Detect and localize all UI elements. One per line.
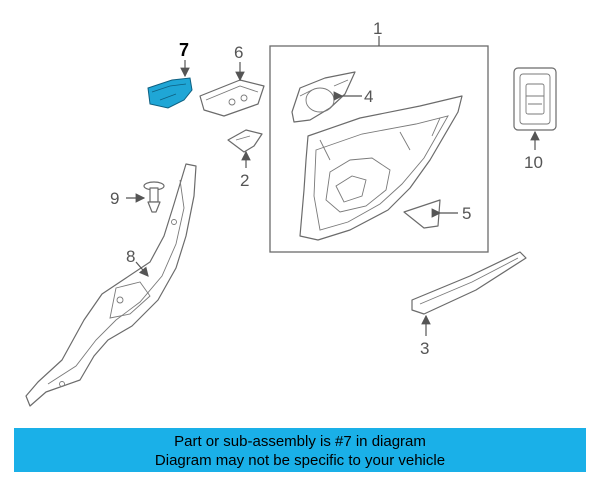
quarter-panel (299, 95, 463, 241)
part-6: 6 (199, 43, 265, 117)
part-4: 4 (291, 71, 373, 123)
callout-2: 2 (240, 171, 249, 190)
callout-8: 8 (126, 247, 135, 266)
part-3: 3 (411, 251, 527, 358)
part-2: 2 (227, 129, 263, 190)
part-5: 5 (403, 199, 471, 229)
info-banner: Part or sub-assembly is #7 in diagram Di… (14, 428, 586, 472)
part-9: 9 (110, 181, 165, 213)
callout-10: 10 (524, 153, 543, 172)
part-10: 10 (513, 67, 557, 172)
parts-diagram: 1 4 5 10 7 (25, 19, 557, 407)
callout-1: 1 (373, 19, 382, 38)
banner-line-1: Part or sub-assembly is #7 in diagram (174, 433, 426, 450)
callout-5: 5 (462, 204, 471, 223)
callout-6: 6 (234, 43, 243, 62)
callout-7: 7 (179, 40, 189, 60)
part-7-highlighted: 7 (147, 40, 193, 109)
banner-line-2: Diagram may not be specific to your vehi… (154, 452, 446, 469)
part-8: 8 (25, 163, 197, 407)
callout-9: 9 (110, 189, 119, 208)
callout-4: 4 (364, 87, 373, 106)
callout-3: 3 (420, 339, 429, 358)
